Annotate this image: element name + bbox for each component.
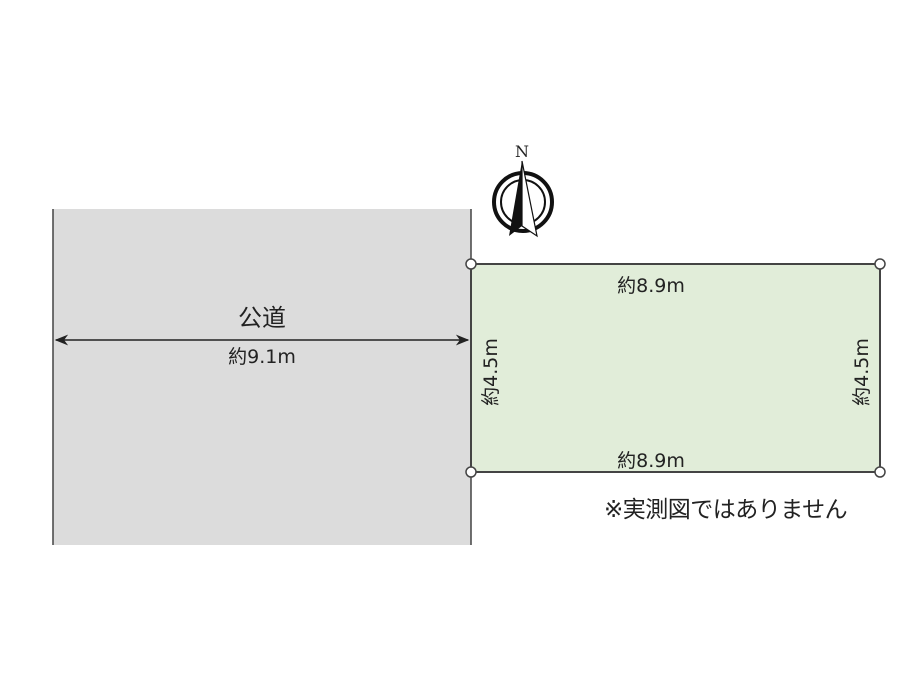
not-surveyed-note: ※実測図ではありません	[604, 497, 848, 523]
lot-area	[470, 263, 881, 473]
corner-marker	[874, 466, 886, 478]
lot-right-dimension: 約4.5m	[851, 338, 873, 406]
lot-bottom-dimension: 約8.9m	[617, 450, 685, 472]
road-width-label: 約9.1m	[228, 346, 296, 368]
lot-left-dimension: 約4.5m	[480, 338, 502, 406]
north-compass-icon: N	[492, 142, 554, 238]
corner-marker	[465, 258, 477, 270]
public-road-area	[53, 209, 471, 545]
corner-marker	[465, 466, 477, 478]
lot-top-dimension: 約8.9m	[617, 275, 685, 297]
corner-marker	[874, 258, 886, 270]
road-label: 公道	[238, 304, 286, 332]
north-label: N	[515, 142, 529, 161]
